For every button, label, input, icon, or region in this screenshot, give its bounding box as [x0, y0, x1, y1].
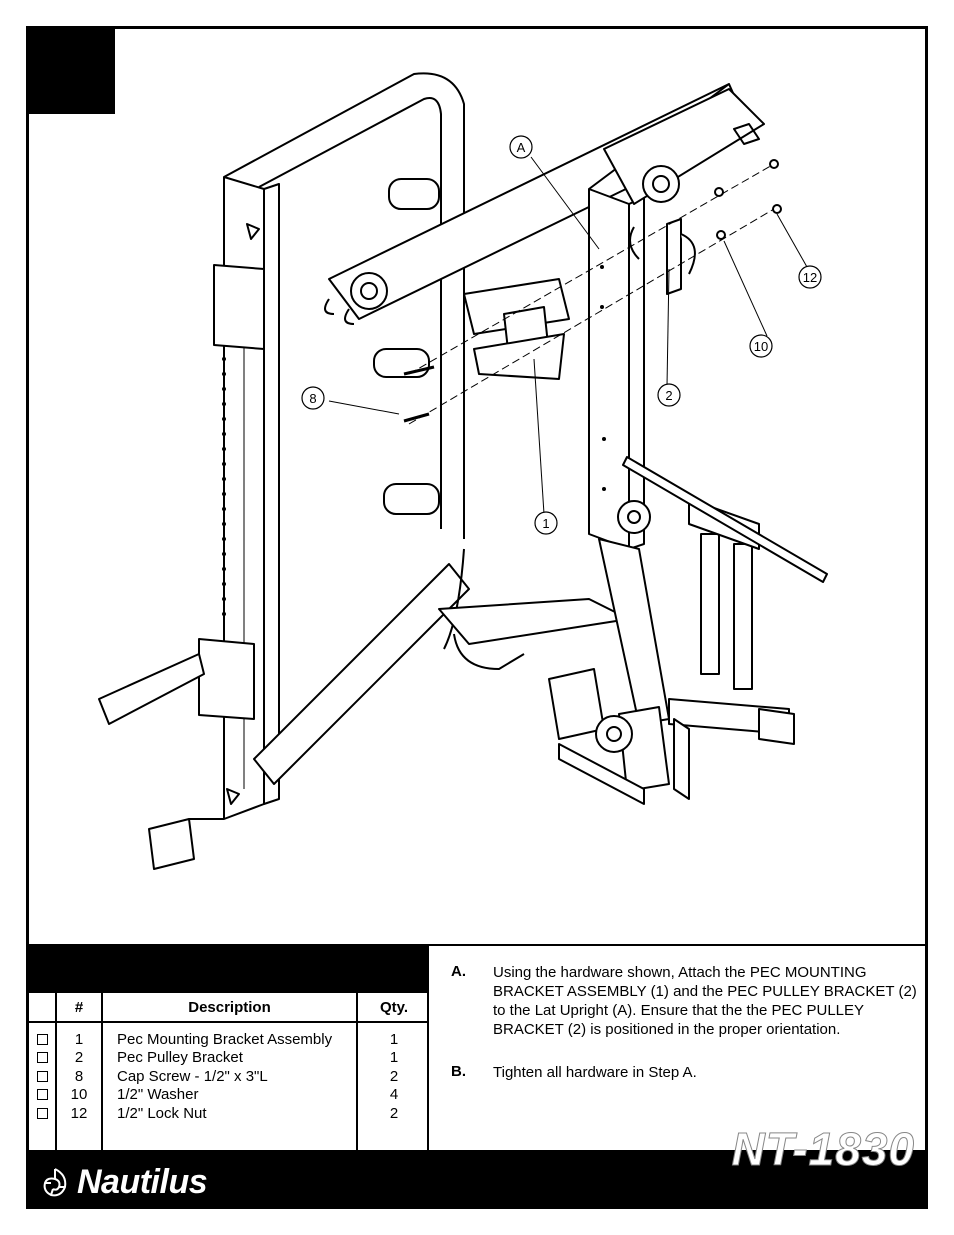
divider [55, 993, 57, 1150]
step-text: Using the hardware shown, Attach the PEC… [493, 964, 917, 1038]
model-number: NT-1830 [731, 1123, 915, 1176]
checkbox[interactable] [37, 1034, 48, 1045]
instructions-panel: A. Using the hardware shown, Attach the … [429, 946, 925, 1150]
divider [29, 944, 925, 946]
step-text: Tighten all hardware in Step A. [493, 1064, 697, 1081]
column-header-qty: Qty. [379, 999, 409, 1016]
part-description: Cap Screw - 1/2" x 3"L [117, 1068, 268, 1085]
callout-label: 10 [754, 339, 768, 354]
divider [356, 993, 358, 1150]
brand-name: Nautilus [77, 1162, 208, 1201]
part-description: 1/2" Lock Nut [117, 1105, 207, 1122]
part-qty: 2 [389, 1105, 399, 1122]
callout-label: 1 [542, 516, 549, 531]
callout-label: 2 [665, 388, 672, 403]
step-number-block [29, 29, 115, 114]
part-number: 12 [70, 1105, 88, 1122]
step-letter: B. [451, 1063, 466, 1080]
page-frame: A 12 10 2 8 1 # Description Qty. [26, 26, 928, 1209]
part-description: Pec Pulley Bracket [117, 1049, 243, 1066]
part-qty: 1 [389, 1049, 399, 1066]
footer-bar: NT-1830 Nautilus [29, 1123, 925, 1206]
divider [29, 1021, 427, 1023]
table-row: 10 1/2" Washer 4 [29, 1086, 427, 1105]
part-qty: 1 [389, 1031, 399, 1048]
checkbox[interactable] [37, 1089, 48, 1100]
part-number: 8 [74, 1068, 84, 1085]
callout-8: 8 [301, 386, 325, 410]
step-letter: A. [451, 963, 466, 980]
part-qty: 2 [389, 1068, 399, 1085]
column-header-description: Description [188, 999, 271, 1016]
part-number: 10 [70, 1086, 88, 1103]
callout-a: A [509, 135, 533, 159]
nautilus-shell-icon [43, 1168, 67, 1197]
part-qty: 4 [389, 1086, 399, 1103]
callout-10: 10 [749, 334, 773, 358]
checkbox[interactable] [37, 1052, 48, 1063]
callout-1: 1 [534, 511, 558, 535]
parts-header-bar [29, 946, 427, 993]
callout-label: 12 [803, 270, 817, 285]
part-number: 2 [74, 1049, 84, 1066]
table-row: 8 Cap Screw - 1/2" x 3"L 2 [29, 1068, 427, 1087]
callout-label: A [517, 140, 526, 155]
divider [427, 944, 429, 1150]
callout-2: 2 [657, 383, 681, 407]
callout-label: 8 [309, 391, 316, 406]
assembly-drawing: A 12 10 2 8 1 [98, 72, 828, 870]
checkbox[interactable] [37, 1071, 48, 1082]
checkbox[interactable] [37, 1108, 48, 1119]
table-row: 12 1/2" Lock Nut 2 [29, 1105, 427, 1124]
table-row: 2 Pec Pulley Bracket 1 [29, 1049, 427, 1068]
brand-logo: Nautilus [39, 1162, 208, 1202]
part-number: 1 [74, 1031, 84, 1048]
table-row: 1 Pec Mounting Bracket Assembly 1 [29, 1031, 427, 1050]
column-header-number: # [74, 999, 84, 1016]
callout-12: 12 [798, 265, 822, 289]
part-description: 1/2" Washer [117, 1086, 199, 1103]
part-description: Pec Mounting Bracket Assembly [117, 1031, 333, 1048]
divider [101, 993, 103, 1150]
